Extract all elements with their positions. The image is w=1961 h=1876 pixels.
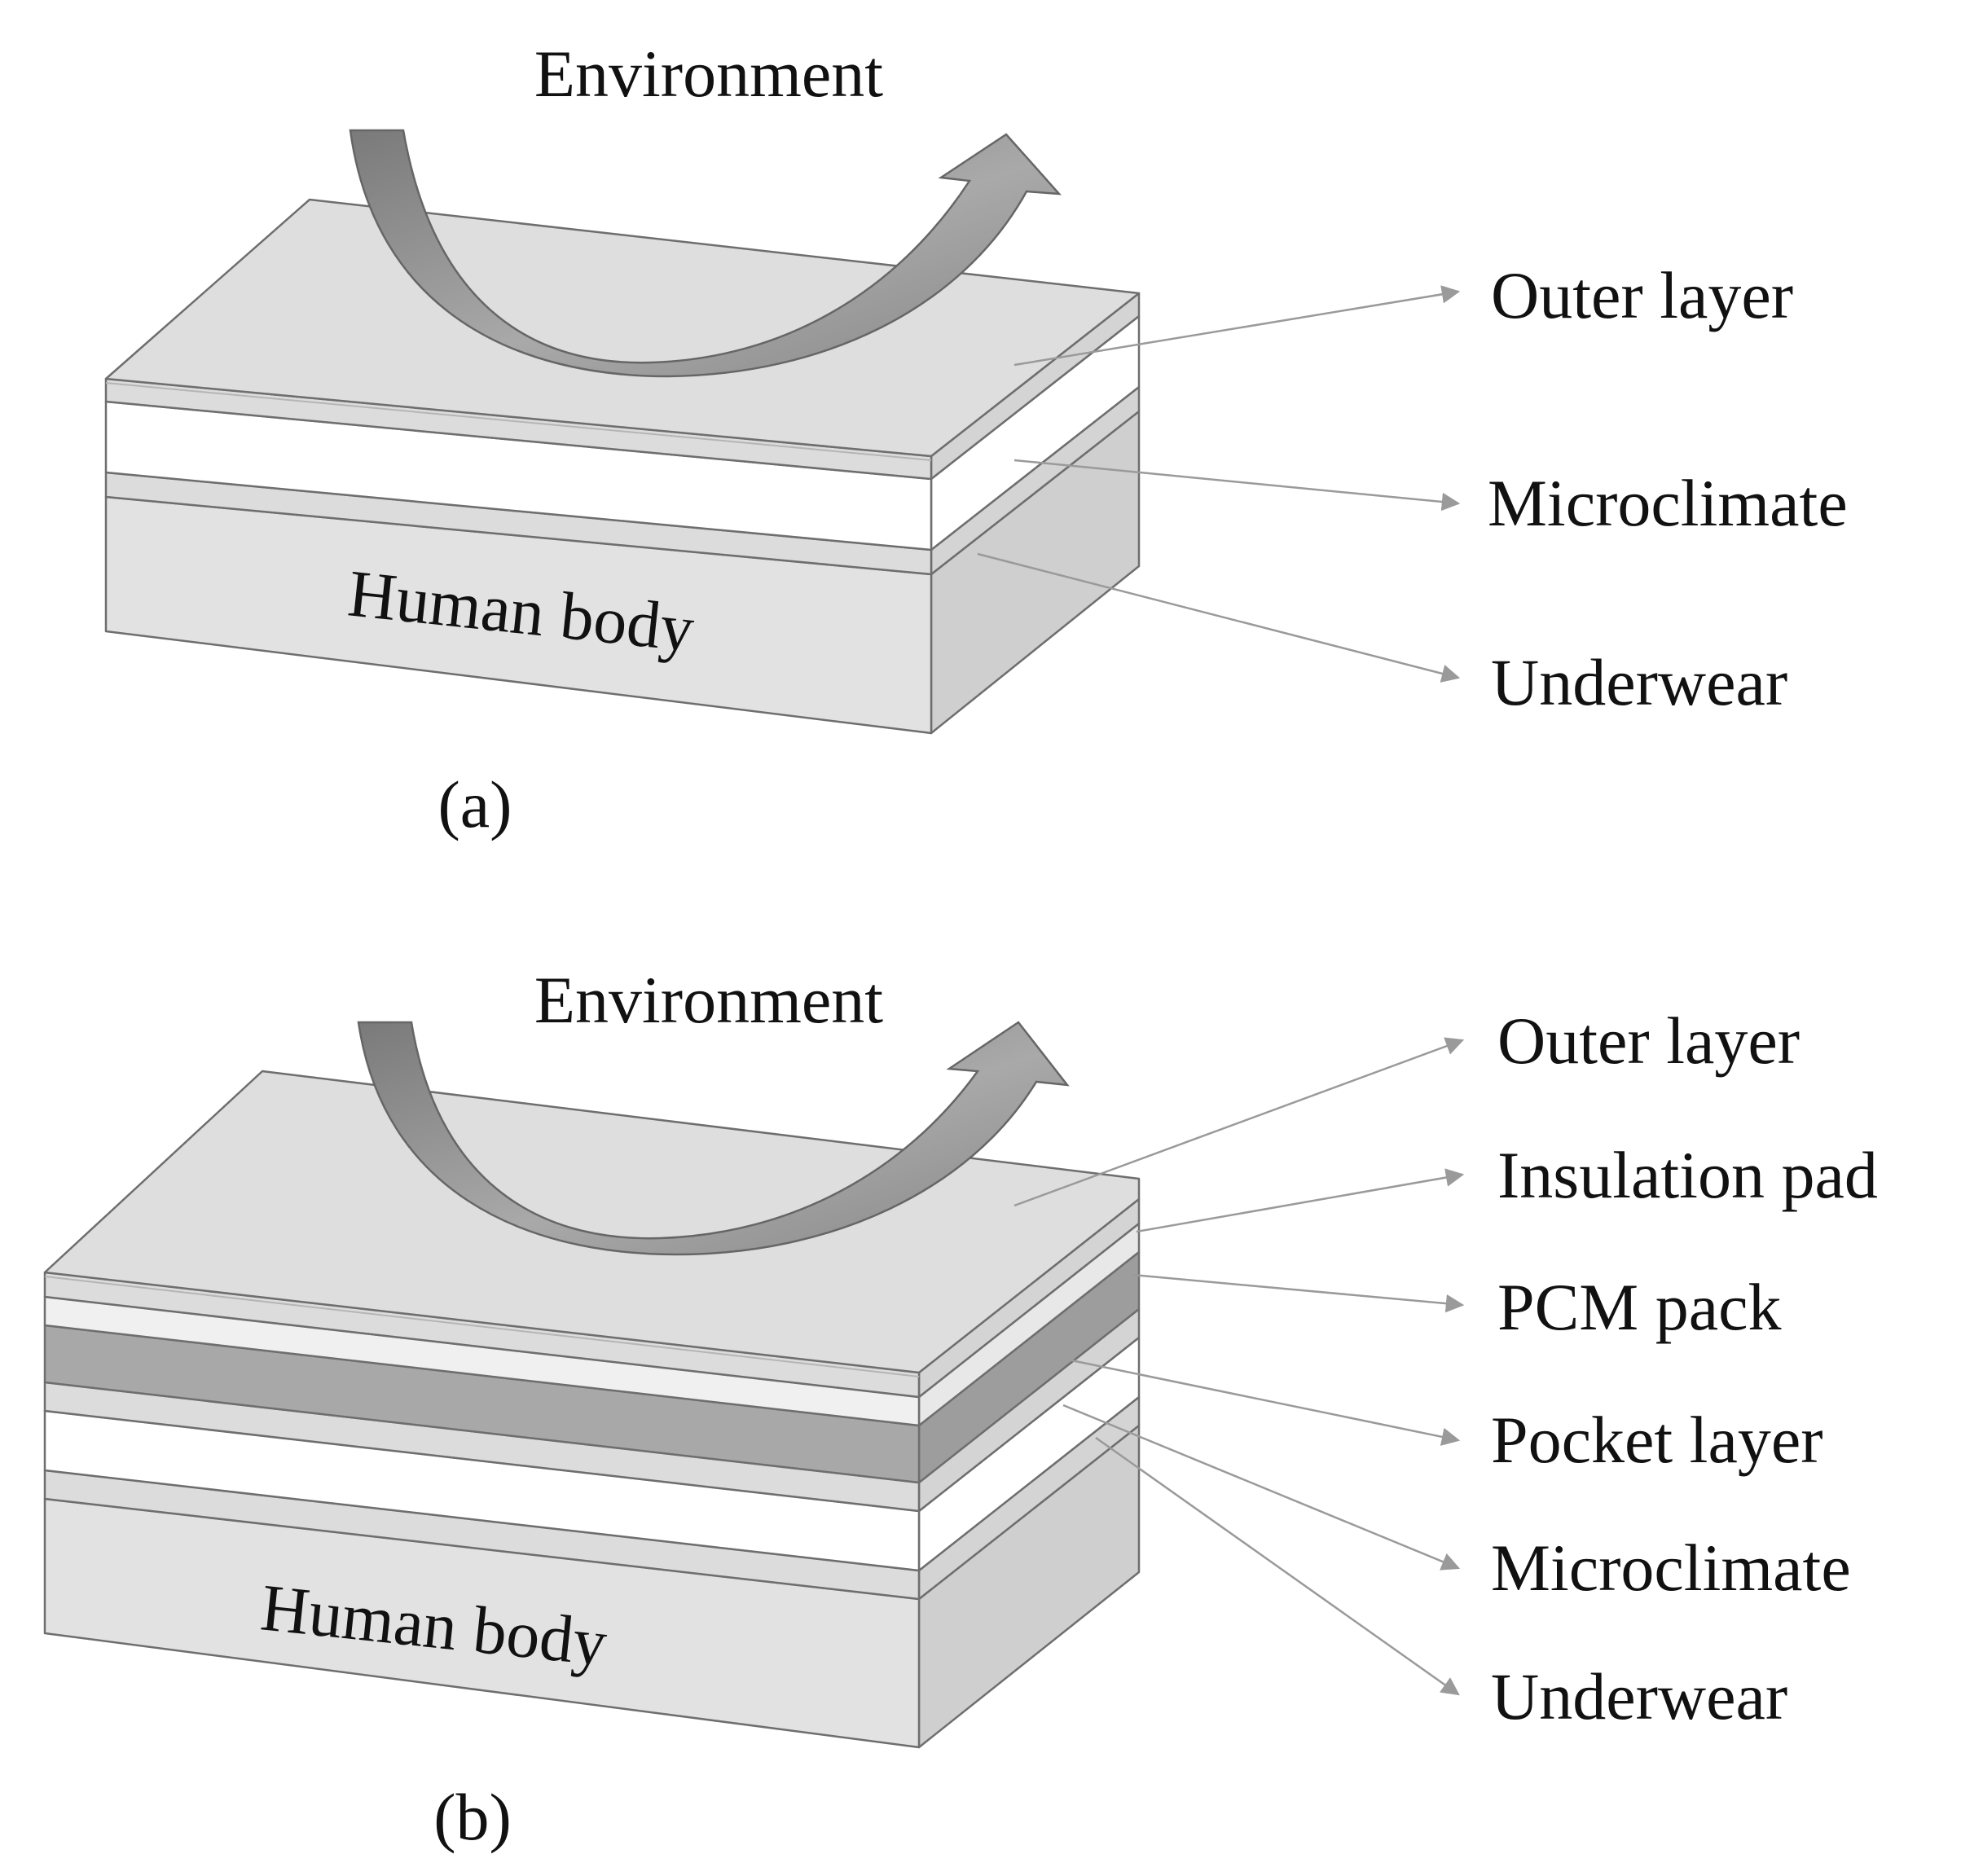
leader-insulation-pad-b bbox=[1136, 1168, 1465, 1233]
layer-label-outer-layer-a: Outer layer bbox=[1491, 258, 1793, 332]
panel-a: Environment Human body (a) Outer layer M… bbox=[104, 37, 1848, 841]
leader-microclimate-a bbox=[1013, 459, 1461, 512]
microclimate-layer-a bbox=[104, 314, 1141, 551]
layer-label-microclimate-b: Microclimate bbox=[1491, 1531, 1851, 1605]
pcm-pack-layer-b bbox=[43, 1250, 1141, 1484]
layer-label-underwear-a: Underwear bbox=[1491, 645, 1787, 719]
heat-flow-arrow-b bbox=[357, 1021, 1070, 1256]
leader-pcm-pack-b bbox=[1132, 1273, 1465, 1313]
layer-label-insulation-pad-b: Insulation pad bbox=[1497, 1138, 1878, 1212]
environment-label-a: Environment bbox=[534, 37, 883, 111]
caption-b: (b) bbox=[433, 1780, 512, 1854]
leader-outer-layer-b bbox=[1013, 1037, 1465, 1207]
layer-label-underwear-b: Underwear bbox=[1491, 1659, 1787, 1733]
panel-b: Environment Human body (b) Outer layer I… bbox=[43, 963, 1878, 1854]
outer-layer-b bbox=[43, 1070, 1141, 1399]
layer-label-pcm-pack-b: PCM pack bbox=[1497, 1270, 1782, 1344]
environment-label-b: Environment bbox=[534, 963, 883, 1037]
layer-label-microclimate-a: Microclimate bbox=[1488, 466, 1848, 540]
layer-label-outer-layer-b: Outer layer bbox=[1497, 1004, 1800, 1078]
leader-microclimate-b bbox=[1062, 1404, 1461, 1571]
leader-underwear-a bbox=[977, 552, 1461, 683]
leader-underwear-b bbox=[1095, 1436, 1460, 1696]
layer-label-pocket-layer-b: Pocket layer bbox=[1491, 1403, 1823, 1477]
leader-pocket-layer-b bbox=[1071, 1359, 1461, 1446]
leader-outer-layer-a bbox=[1013, 285, 1461, 367]
outer-layer-a bbox=[104, 198, 1141, 481]
heat-flow-arrow-a bbox=[349, 129, 1062, 378]
caption-a: (a) bbox=[437, 767, 512, 841]
